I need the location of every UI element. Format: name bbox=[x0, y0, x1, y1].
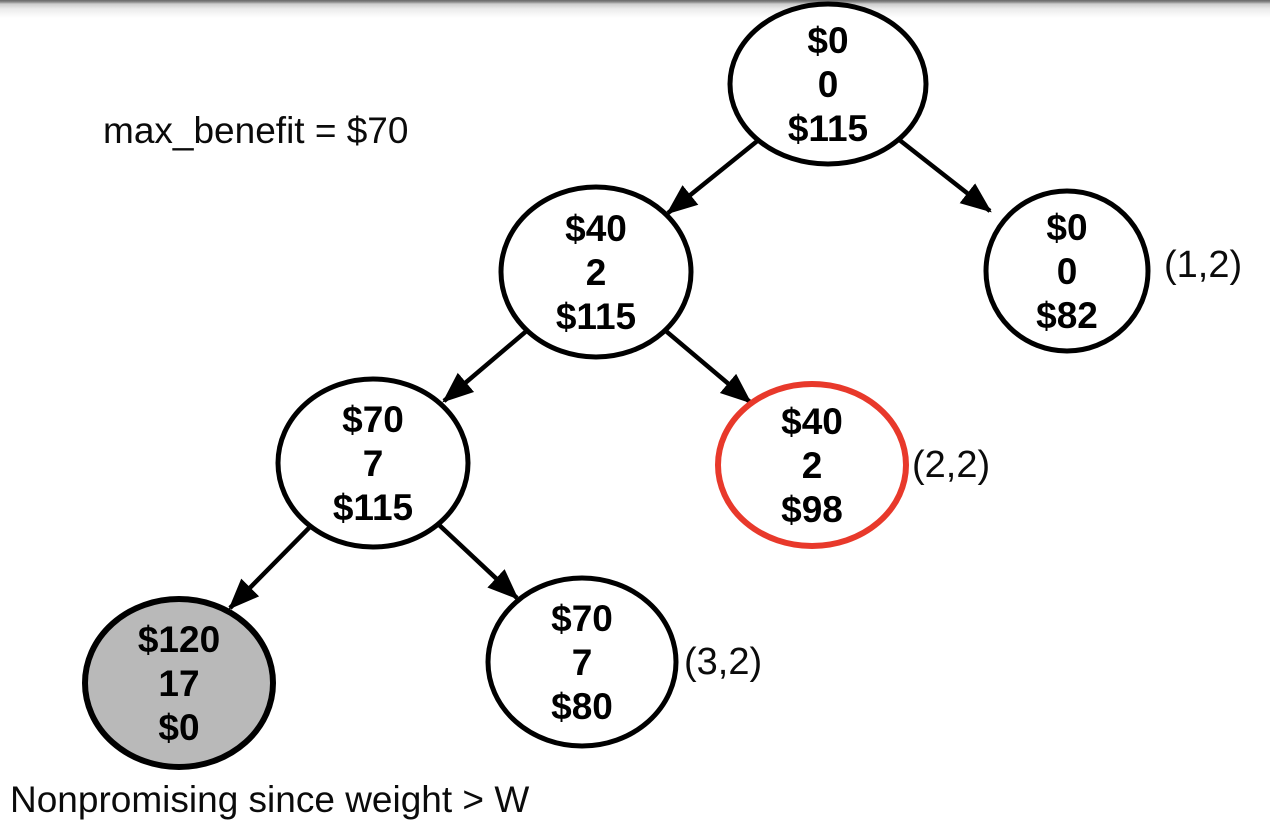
nonpromising-note: Nonpromising since weight > W bbox=[10, 779, 530, 820]
node-circle-n-2-2 bbox=[715, 381, 909, 549]
max-benefit-annotation: max_benefit = $70 bbox=[103, 110, 409, 151]
node-circle-n-2-1 bbox=[275, 376, 471, 550]
node-circle-root bbox=[727, 1, 929, 167]
node-circle-n-3-2 bbox=[485, 575, 679, 749]
node-position-label-n-3-2: (3,2) bbox=[684, 641, 762, 683]
node-circle-n-1-1 bbox=[498, 184, 694, 360]
node-position-label-n-1-2: (1,2) bbox=[1164, 244, 1242, 286]
node-circle-n-3-1 bbox=[82, 596, 276, 770]
node-circle-n-1-2 bbox=[983, 188, 1151, 354]
node-position-label-n-2-2: (2,2) bbox=[912, 444, 990, 486]
